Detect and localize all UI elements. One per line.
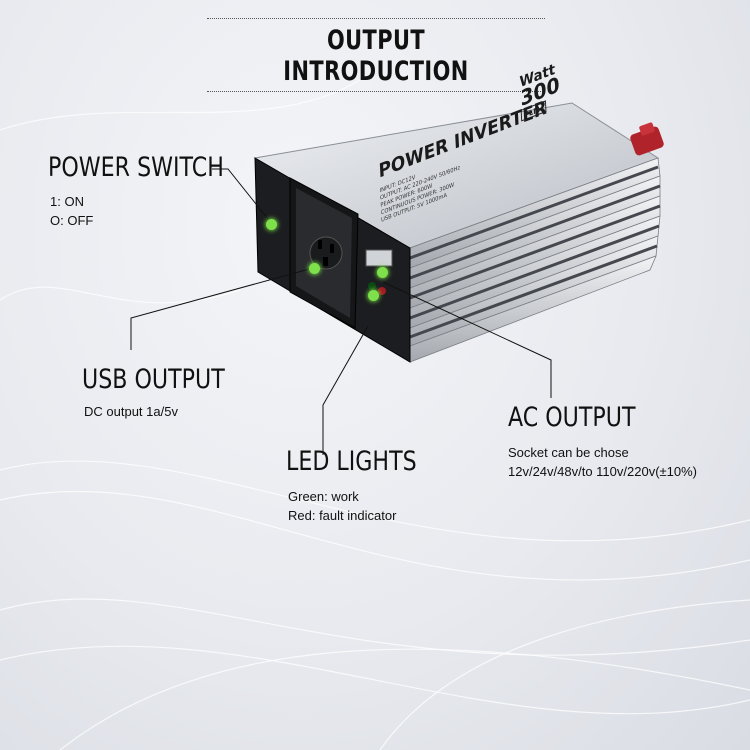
ac-output-marker-dot [377,267,388,278]
usb-output-marker-dot [309,263,320,274]
usb-output-description: DC output 1a/5v [84,402,178,421]
ac-output-description: Socket can be chose 12v/24v/48v/to 110v/… [508,443,697,481]
title-bottom-rule [207,91,545,92]
led-lights-line-green: Green: work [288,489,359,504]
ac-output-line-voltages: 12v/24v/48v/to 110v/220v(±10%) [508,464,698,479]
ac-output-heading: AC OUTPUT [508,402,636,433]
title-block: OUTPUT INTRODUCTION [207,18,545,92]
led-lights-heading: LED LIGHTS [286,446,417,477]
led-lights-marker-dot [368,290,379,301]
usb-output-line: DC output 1a/5v [84,404,178,419]
led-lights-line-red: Red: fault indicator [288,508,397,523]
power-switch-line-on: 1: ON [50,194,84,209]
page-title: OUTPUT INTRODUCTION [283,25,469,87]
led-lights-description: Green: work Red: fault indicator [288,487,396,525]
power-switch-line-off: O: OFF [50,213,94,228]
power-switch-heading: POWER SWITCH [48,152,224,183]
power-switch-marker-dot [266,219,277,230]
heat-sink-fins [409,157,661,363]
power-switch-description: 1: ON O: OFF [50,192,93,230]
usb-output-heading: USB OUTPUT [82,364,225,395]
input-terminal [630,122,664,156]
title-top-rule [207,18,545,19]
ac-output-line-socket: Socket can be chose [508,445,629,460]
